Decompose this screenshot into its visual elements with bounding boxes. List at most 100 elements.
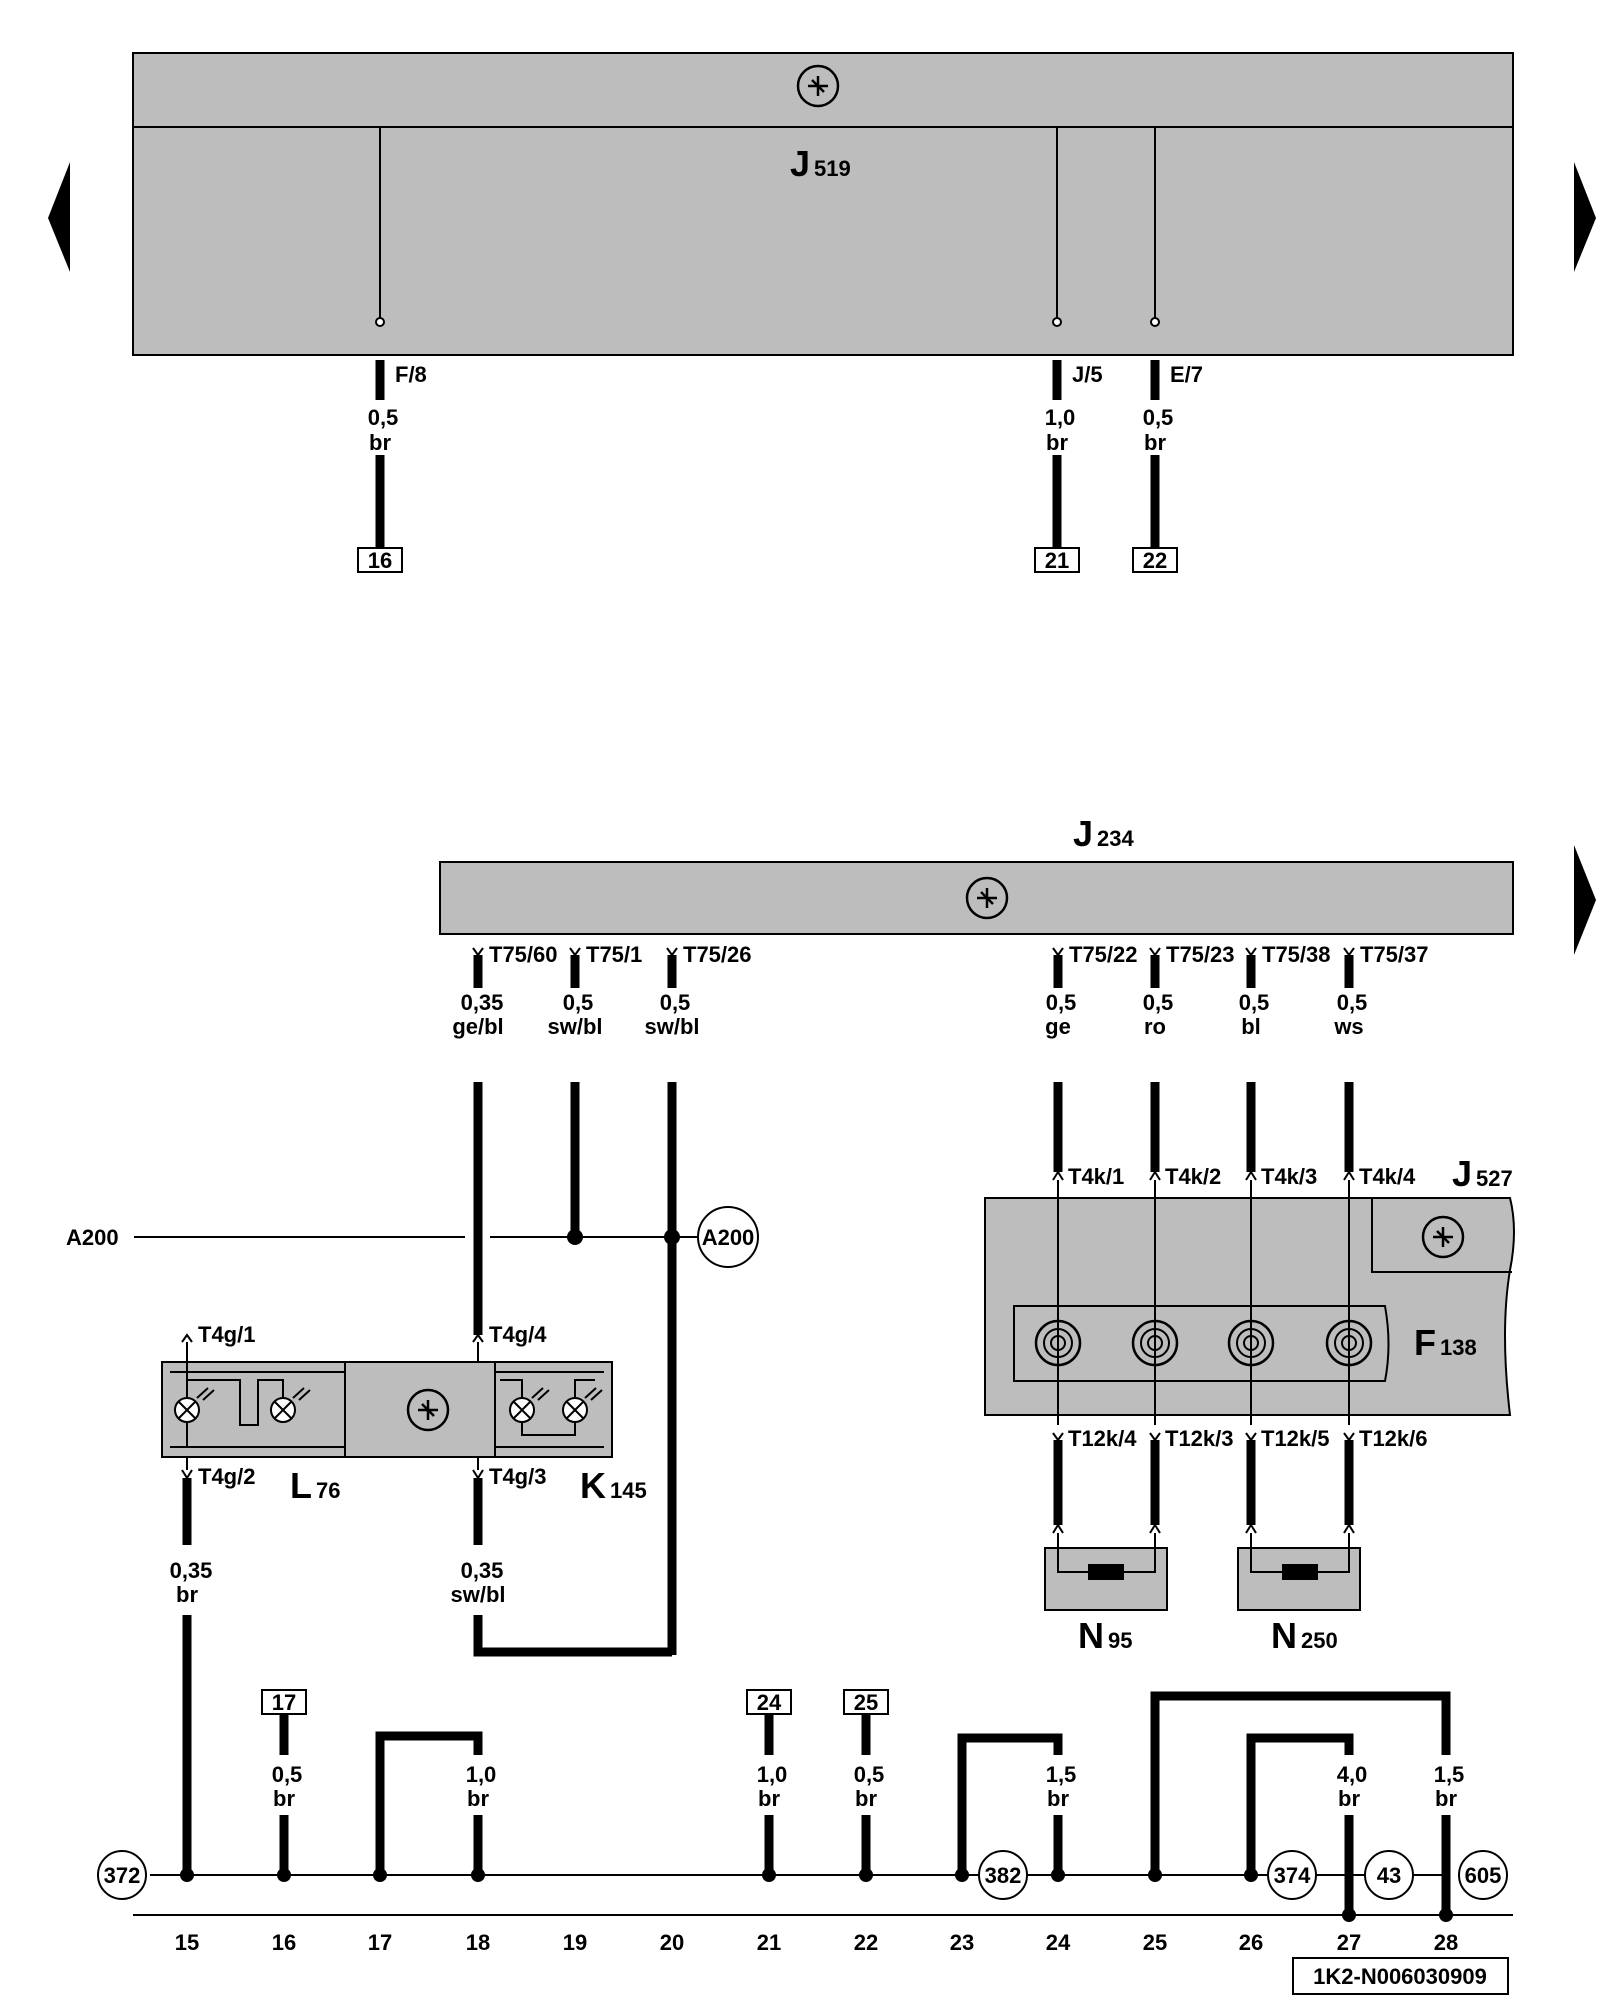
j234-wire-t75-22: T75/22 0,5 ge	[1045, 942, 1138, 1172]
cross-reference[interactable]: 22	[1143, 548, 1167, 573]
ground-reference[interactable]: 43	[1377, 1863, 1401, 1888]
arrow-left-icon[interactable]	[48, 162, 70, 272]
wire-gauge: 0,5	[272, 1762, 303, 1787]
bulb-icon	[270, 1397, 296, 1423]
wire-color: ro	[1144, 1014, 1166, 1039]
wire-gauge: 0,5	[854, 1762, 885, 1787]
cross-reference[interactable]: 17	[272, 1690, 296, 1715]
bus-reference[interactable]: A200	[702, 1225, 755, 1250]
wire-color: bl	[1241, 1014, 1261, 1039]
wire-gauge: 4,0	[1337, 1762, 1368, 1787]
ground-reference[interactable]: 605	[1465, 1863, 1502, 1888]
track-number: 21	[757, 1930, 781, 1955]
top-wire-e7: E/7 0,5 br 22	[1132, 317, 1203, 573]
component-number: 138	[1440, 1335, 1477, 1360]
wire-gauge: 0,5	[1337, 990, 1368, 1015]
wire-gauge: 0,5	[660, 990, 691, 1015]
ground-reference[interactable]: 382	[985, 1863, 1022, 1888]
electronic-symbol-icon	[796, 64, 840, 108]
clock-spring-f138	[1013, 1180, 1390, 1425]
component-letter: K	[580, 1465, 606, 1506]
component-number: 527	[1476, 1166, 1513, 1191]
ground-reference[interactable]: 374	[1274, 1863, 1311, 1888]
cross-reference[interactable]: 25	[854, 1690, 878, 1715]
wire-gauge: 0,5	[1239, 990, 1270, 1015]
wire-color: br	[273, 1786, 295, 1811]
wire-color: br	[369, 430, 391, 455]
wire-color: sw/bl	[644, 1014, 699, 1039]
wire-color: br	[1144, 430, 1166, 455]
bottom-wire-25-28: 1,5 br	[1150, 1691, 1465, 1915]
bottom-wire-22: 25 0,5 br	[843, 1689, 889, 1875]
track-number: 18	[466, 1930, 490, 1955]
pin-label: T4k/2	[1165, 1164, 1221, 1189]
bulb-icon	[509, 1397, 535, 1423]
pin-label: T75/38	[1262, 942, 1331, 967]
track-number: 20	[660, 1930, 684, 1955]
wire-gauge: 1,0	[466, 1762, 497, 1787]
pin-label: T75/37	[1360, 942, 1429, 967]
wire-color: ws	[1333, 1014, 1363, 1039]
pin-label: T12k/3	[1165, 1426, 1234, 1451]
wire-color: sw/bl	[450, 1582, 505, 1607]
track-number: 15	[175, 1930, 199, 1955]
diagram-id-box: 1K2-N006030909	[1292, 1957, 1509, 1995]
track-number: 19	[563, 1930, 587, 1955]
component-letter: F	[1414, 1322, 1436, 1363]
pin-label: J/5	[1072, 362, 1103, 387]
track-number: 22	[854, 1930, 878, 1955]
pin-label: T75/22	[1069, 942, 1138, 967]
pin-label: T75/23	[1166, 942, 1235, 967]
wire-color: br	[758, 1786, 780, 1811]
wire-color: br	[1338, 1786, 1360, 1811]
pin-label: T75/60	[489, 942, 558, 967]
component-letter: J	[790, 143, 810, 184]
j234-wire-t75-23: T75/23 0,5 ro	[1143, 942, 1235, 1172]
pin-label: E/7	[1170, 362, 1203, 387]
lamp-module-l76-k145: T4g/1 T4g/4	[161, 1322, 647, 1506]
wire-color: br	[1046, 430, 1068, 455]
wire-gauge: 0,35	[461, 1558, 504, 1583]
wire-color: sw/bl	[547, 1014, 602, 1039]
wire-gauge: 0,5	[1046, 990, 1077, 1015]
bottom-wire-17-18: 1,0 br	[375, 1731, 497, 1875]
wire-gauge: 0,5	[368, 405, 399, 430]
wire-gauge: 1,5	[1434, 1762, 1465, 1787]
ground-references: 372 382 374 43 605	[97, 1850, 1508, 1900]
arrow-right-icon[interactable]	[1574, 845, 1596, 955]
cross-reference[interactable]: 24	[757, 1690, 782, 1715]
wire-gauge: 0,35	[170, 1558, 213, 1583]
component-number: 145	[610, 1478, 647, 1503]
track-number: 27	[1337, 1930, 1361, 1955]
wire-gauge: 1,0	[1045, 405, 1076, 430]
arrow-right-icon[interactable]	[1574, 162, 1596, 272]
track-number: 28	[1434, 1930, 1458, 1955]
component-number: 234	[1097, 826, 1134, 851]
bottom-wire-16: 17 0,5 br	[261, 1689, 307, 1875]
wire-color: br	[467, 1786, 489, 1811]
pin-label: T4k/3	[1261, 1164, 1317, 1189]
component-letter: N	[1271, 1615, 1297, 1656]
wire-gauge: 0,5	[1143, 990, 1174, 1015]
electronic-symbol-icon	[406, 1388, 450, 1432]
wire-color: br	[1435, 1786, 1457, 1811]
j234-wire-t75-60: T75/60 0,35 ge/bl	[452, 942, 558, 1335]
wire-gauge: 0,35	[461, 990, 504, 1015]
pin-label: T75/1	[586, 942, 642, 967]
pin-label: T12k/4	[1068, 1426, 1137, 1451]
track-number: 25	[1143, 1930, 1167, 1955]
svg-text:N95: N95	[1078, 1615, 1132, 1656]
top-wire-j5: J/5 1,0 br 21	[1034, 317, 1103, 573]
cross-reference[interactable]: 16	[368, 548, 392, 573]
cross-reference[interactable]: 21	[1045, 548, 1069, 573]
ground-reference[interactable]: 372	[104, 1863, 141, 1888]
svg-text:L76: L76	[290, 1465, 340, 1506]
t4k-pins: T4k/1 T4k/2 T4k/3 T4k/4	[1052, 1164, 1416, 1189]
bus-label-left: A200	[66, 1225, 119, 1250]
wire-gauge: 1,0	[757, 1762, 788, 1787]
